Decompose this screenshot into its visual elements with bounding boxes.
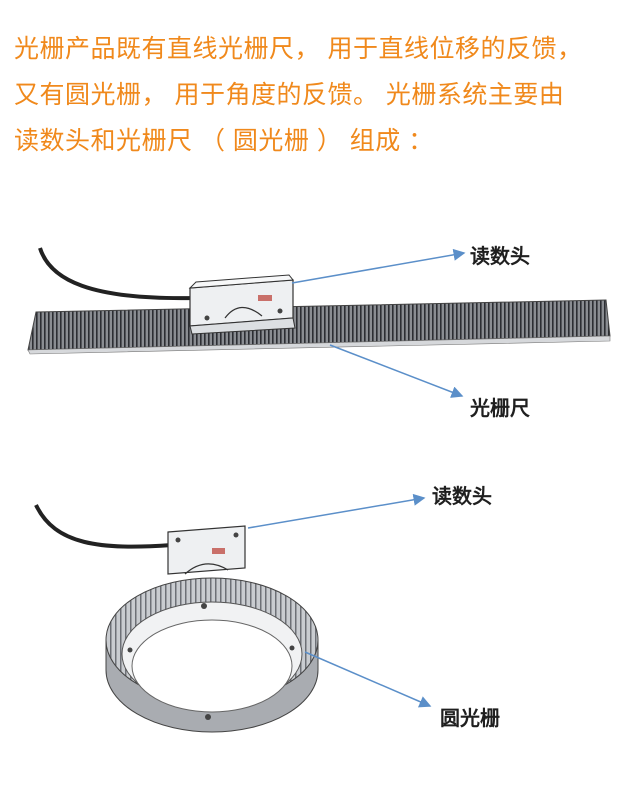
- label-linear-scale: 光栅尺: [470, 398, 530, 420]
- intro-text: 光栅产品既有直线光栅尺， 用于直线位移的反馈， 又有圆光栅， 用于角度的反馈。 …: [14, 26, 634, 164]
- arrow-linear-read-head: [291, 248, 466, 284]
- intro-line-1: 光栅产品既有直线光栅尺， 用于直线位移的反馈，: [14, 35, 583, 63]
- label-linear-read-head: 读数头: [470, 246, 530, 268]
- arrow-linear-scale: [329, 344, 464, 398]
- rotary-cable: [34, 504, 173, 549]
- rotary-read-head: [167, 525, 246, 575]
- arrow-rotary-read-head: [247, 493, 426, 529]
- linear-read-head: [188, 274, 296, 335]
- intro-line-2: 又有圆光栅， 用于角度的反馈。 光栅系统主要由: [14, 81, 565, 109]
- intro-line-3: 读数头和光栅尺 （ 圆光栅 ） 组成 ：: [14, 127, 434, 155]
- linear-cable: [38, 247, 196, 301]
- linear-grating-scale: [27, 247, 611, 355]
- label-rotary-scale: 圆光栅: [440, 708, 500, 730]
- label-rotary-read-head: 读数头: [432, 486, 492, 508]
- arrow-rotary-scale: [304, 651, 432, 708]
- rotary-grating: [34, 504, 319, 733]
